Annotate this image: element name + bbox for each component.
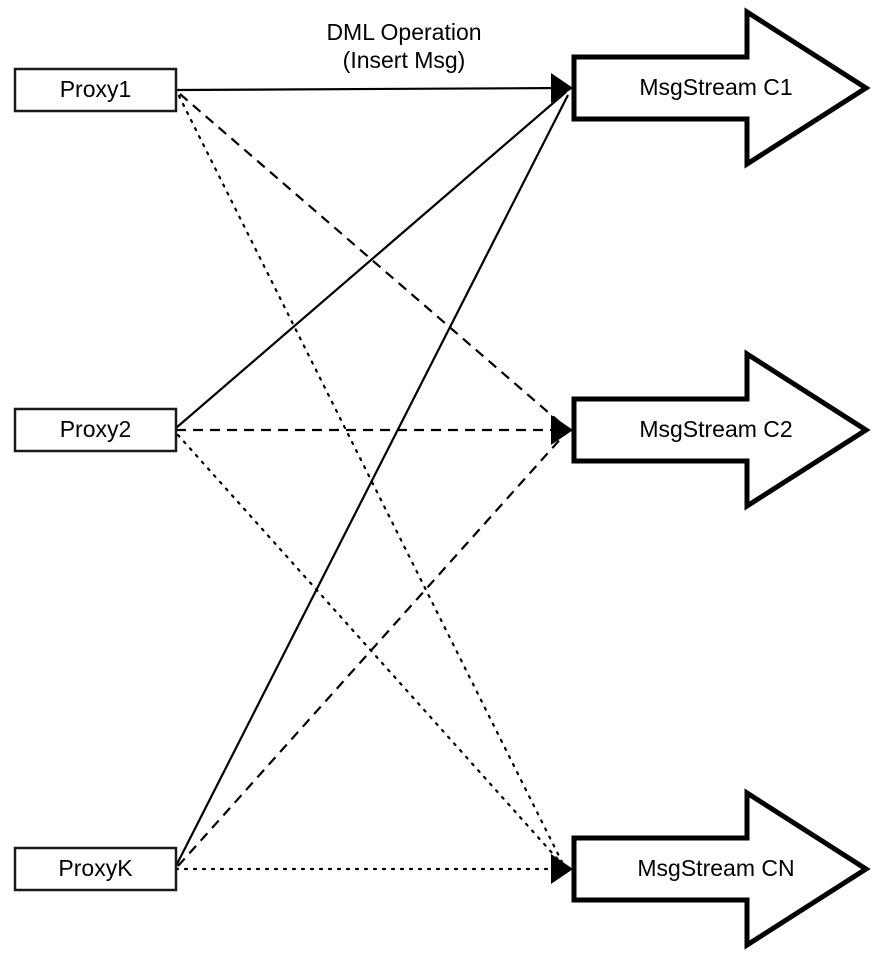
proxy-node-proxy2[interactable]: Proxy2 [13,407,178,453]
link-p1-c1 [175,86,567,92]
arrowhead-head-c2 [551,415,573,445]
proxy-node-proxyk[interactable]: ProxyK [13,846,178,892]
msgstream-label-stream_c2: MsgStream C2 [639,416,792,442]
msgstream-node-stream_cn[interactable]: MsgStream CN [571,788,871,950]
proxy-box-proxyk [13,846,178,892]
arrowheads-layer [551,73,573,884]
msgstream-arrow-shape-stream_c1 [571,7,871,169]
link-pk-c2 [177,434,565,867]
link-pk-c1 [175,94,569,867]
proxy-label-proxy2: Proxy2 [60,416,132,442]
msgstream-node-stream_c2[interactable]: MsgStream C2 [571,349,871,511]
link-p1-cn [177,94,564,864]
link-p2-cn [176,433,564,866]
proxy-label-proxy1: Proxy1 [60,76,132,102]
proxy-node-proxy1[interactable]: Proxy1 [13,67,178,113]
msgstream-arrow-shape-stream_cn [571,788,871,950]
links-layer [174,86,569,871]
proxy-box-proxy1 [13,67,178,113]
link-p2-c1 [175,91,567,429]
msgstream-node-stream_c1[interactable]: MsgStream C1 [571,7,871,169]
proxy-box-proxy2 [13,407,178,453]
streams-layer: MsgStream C1 MsgStream C2 MsgStream CN [571,7,871,950]
arrowhead-head-cn [551,854,573,884]
msgstream-label-stream_cn: MsgStream CN [637,855,794,881]
arrowhead-head-c1 [551,73,573,103]
dml-operation-label-line2: (Insert Msg) [343,47,466,73]
dml-operation-label: DML Operation (Insert Msg) [326,19,481,73]
dml-operation-label-line1: DML Operation [326,19,481,45]
proxy-label-proxyk: ProxyK [58,855,133,881]
msgstream-arrow-shape-stream_c2 [571,349,871,511]
msgstream-label-stream_c1: MsgStream C1 [639,74,792,100]
